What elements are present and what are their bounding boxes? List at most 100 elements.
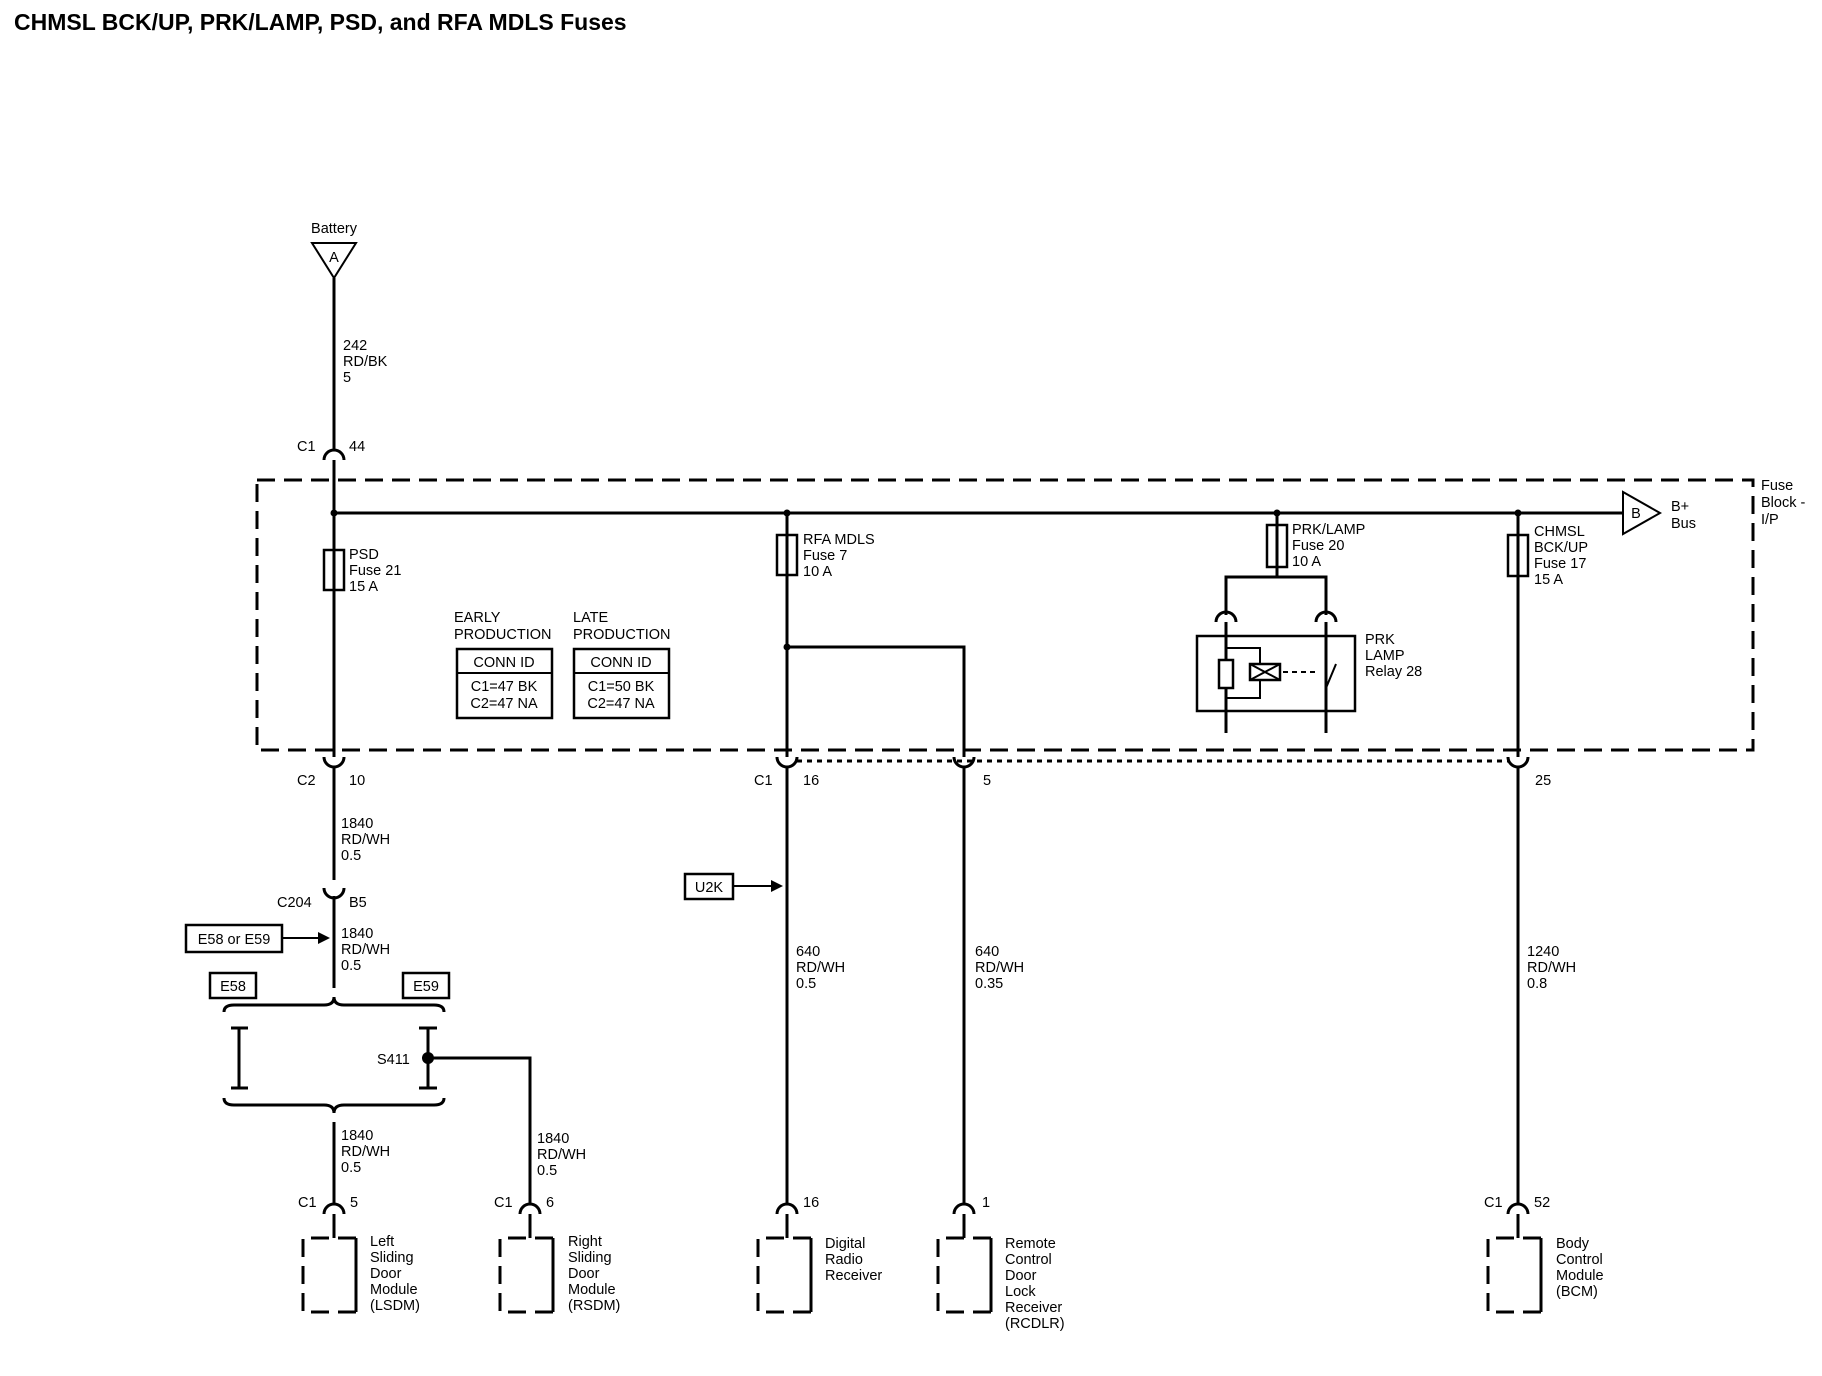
connector-rcdlr-pin: 1 <box>982 1195 990 1211</box>
drr-label: Radio <box>825 1252 863 1268</box>
drr-label: Digital <box>825 1236 865 1252</box>
connector-drr-pin: 16 <box>803 1195 819 1211</box>
wire-640-color: RD/WH <box>796 960 845 976</box>
rfa-fuse-label: RFA MDLS <box>803 532 875 548</box>
option-e58-label: E58 <box>220 979 246 995</box>
rcdlr-label: Receiver <box>1005 1300 1062 1316</box>
wire-1840-color: RD/WH <box>341 1144 390 1160</box>
late-production-header: LATE <box>573 610 609 626</box>
option-u2k-label: U2K <box>695 880 724 896</box>
connector-c1-16-pin: 16 <box>803 773 819 789</box>
rcdlr-label: Control <box>1005 1252 1052 1268</box>
connector-pin-5 <box>952 756 976 769</box>
wire-1240-circuit: 1240 <box>1527 944 1559 960</box>
bcm-label: Module <box>1556 1268 1604 1284</box>
connector-c2-10 <box>322 756 346 769</box>
wire-1840-gauge: 0.5 <box>341 958 361 974</box>
b-plus-bus-letter: B <box>1631 506 1641 522</box>
connector-lsdm <box>322 1202 346 1215</box>
wire-1840-gauge: 0.5 <box>537 1163 557 1179</box>
rsdm-label: (RSDM) <box>568 1298 620 1314</box>
wire-242-color: RD/BK <box>343 354 388 370</box>
relay-switch <box>1325 663 1337 689</box>
early-production-header: PRODUCTION <box>454 627 551 643</box>
connector-rsdm-pin: 6 <box>546 1195 554 1211</box>
early-c1: C1=47 BK <box>471 679 538 695</box>
late-production-table <box>572 647 671 720</box>
fuse-block-label: Fuse <box>1761 478 1793 494</box>
rcdlr-module <box>936 1236 991 1314</box>
connector-c1-44 <box>322 448 346 461</box>
connector-c2-10-id: C2 <box>297 773 316 789</box>
early-production-table <box>455 647 554 720</box>
page-title: CHMSL BCK/UP, PRK/LAMP, PSD, and RFA MDL… <box>14 9 627 35</box>
rsdm-label: Right <box>568 1234 602 1250</box>
psd-fuse-label: Fuse 21 <box>349 563 401 579</box>
drr-label: Receiver <box>825 1268 882 1284</box>
connector-c204-id: C204 <box>277 895 312 911</box>
late-production-header: PRODUCTION <box>573 627 670 643</box>
prk-fuse-label: 10 A <box>1292 554 1321 570</box>
bcm-label: Body <box>1556 1236 1590 1252</box>
lsdm-label: (LSDM) <box>370 1298 420 1314</box>
relay-coil-resistor <box>1217 658 1235 690</box>
wire-1840-color: RD/WH <box>341 942 390 958</box>
wire-1840-color: RD/WH <box>537 1147 586 1163</box>
wire-1240-gauge: 0.8 <box>1527 976 1547 992</box>
connector-pin-25 <box>1506 756 1530 769</box>
psd-fuse-label: PSD <box>349 547 379 563</box>
option-e59-label: E59 <box>413 979 439 995</box>
wire-640-circuit: 640 <box>796 944 820 960</box>
option-u2k-box <box>683 872 735 901</box>
rsdm-module <box>498 1236 553 1314</box>
early-production-header: EARLY <box>454 610 501 626</box>
late-conn-id: CONN ID <box>590 655 651 671</box>
chmsl-fuse-label: 15 A <box>1534 572 1563 588</box>
connector-rsdm-id: C1 <box>494 1195 513 1211</box>
rcdlr-label: Lock <box>1005 1284 1036 1300</box>
connector-pin-25-label: 25 <box>1535 773 1551 789</box>
lsdm-label: Sliding <box>370 1250 414 1266</box>
connector-c1-44-id: C1 <box>297 439 316 455</box>
wire-640-gauge: 0.5 <box>796 976 816 992</box>
rcdlr-label: Door <box>1005 1268 1037 1284</box>
wire-242-circuit: 242 <box>343 338 367 354</box>
arrow-icon <box>318 932 330 944</box>
drr-module <box>756 1236 811 1314</box>
battery-reference-letter: A <box>329 250 339 266</box>
arrow-icon <box>771 880 783 892</box>
b-plus-bus-label: Bus <box>1671 516 1696 532</box>
b-plus-bus-triangle <box>1622 490 1663 536</box>
chmsl-fuse-label: CHMSL <box>1534 524 1585 540</box>
connector-c204-pin: B5 <box>349 895 367 911</box>
wire-1840-circuit: 1840 <box>341 1128 373 1144</box>
connector-c1-16-id: C1 <box>754 773 773 789</box>
wire-1840-circuit: 1840 <box>341 926 373 942</box>
option-bracket-bottom <box>222 1097 446 1114</box>
lsdm-label: Module <box>370 1282 418 1298</box>
splice-s411-label: S411 <box>377 1052 410 1068</box>
wire-640-gauge: 0.35 <box>975 976 1003 992</box>
prk-fuse-label: PRK/LAMP <box>1292 522 1365 538</box>
rsdm-label: Module <box>568 1282 616 1298</box>
wire-1840-rsdm <box>428 1056 532 1204</box>
connector-c1-16 <box>775 756 799 769</box>
early-c2: C2=47 NA <box>470 696 538 712</box>
rsdm-label: Door <box>568 1266 600 1282</box>
wire-1840-gauge: 0.5 <box>341 1160 361 1176</box>
wire-1240-color: RD/WH <box>1527 960 1576 976</box>
connector-c2-10-pin: 10 <box>349 773 365 789</box>
relay-connector <box>1214 610 1238 623</box>
battery-reference-triangle <box>310 242 358 280</box>
wire-640-circuit: 640 <box>975 944 999 960</box>
wire-rfa-branch <box>787 645 966 757</box>
rcdlr-label: Remote <box>1005 1236 1056 1252</box>
wire-1840-circuit: 1840 <box>341 816 373 832</box>
chmsl-fuse-label: BCK/UP <box>1534 540 1588 556</box>
late-c1: C1=50 BK <box>588 679 655 695</box>
rcdlr-label: (RCDLR) <box>1005 1316 1065 1332</box>
connector-lsdm-id: C1 <box>298 1195 317 1211</box>
fuse-block-outline <box>255 478 1755 752</box>
relay-label: LAMP <box>1365 648 1405 664</box>
